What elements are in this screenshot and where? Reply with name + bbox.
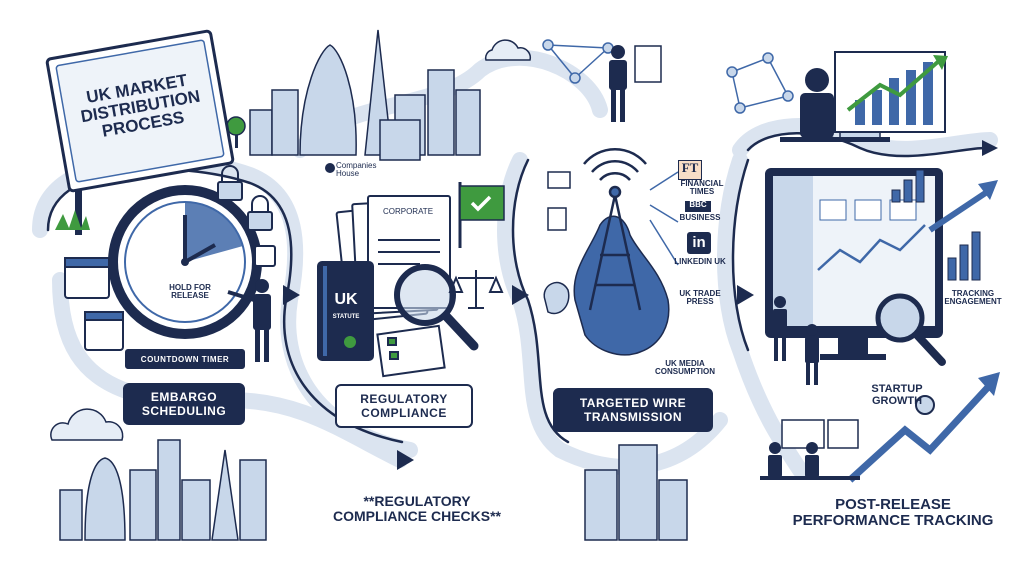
companies-house-label: Companies House <box>336 161 377 179</box>
linkedin-logo: in <box>687 232 711 254</box>
magnifying-glass-icon <box>394 264 479 351</box>
growth-arrow <box>847 180 1000 483</box>
network-nodes <box>542 39 794 114</box>
regulatory-compliance-label: REGULATORY COMPLIANCE <box>335 384 473 428</box>
statute-book-label: UK <box>334 291 358 308</box>
regulatory-compliance-checks-caption: **REGULATORY COMPLIANCE CHECKS** <box>332 493 501 524</box>
statute-book <box>317 261 374 361</box>
london-skyline <box>249 29 481 161</box>
meeting-desk <box>760 419 860 480</box>
uk-media-consumption-label: UK MEDIA CONSUMPTION <box>655 359 715 377</box>
scales-of-justice-icon <box>448 270 504 309</box>
linkedin-uk-label: LINKEDIN UK <box>674 257 726 266</box>
signal-lines <box>649 171 679 266</box>
clock-hold-label: HOLD FOR RELEASE <box>169 283 211 301</box>
startup-growth-label: STARTUP GROWTH <box>871 383 923 407</box>
calendar-icon <box>64 245 276 351</box>
cloud-icon <box>50 39 532 441</box>
businessman-figure <box>227 279 271 362</box>
side-bar-chart <box>891 169 981 281</box>
bbc-logo: BBC <box>685 200 711 212</box>
document-icon <box>547 171 571 231</box>
ft-logo: FT <box>678 160 702 180</box>
embargo-scheduling-label: EMBARGO SCHEDULING <box>123 383 245 425</box>
city-skyline-bottom <box>59 439 267 541</box>
countdown-timer-label: COUNTDOWN TIMER <box>125 349 245 369</box>
transmission-tower-icon <box>583 148 647 311</box>
bbc-business-label: BUSINESS <box>679 213 721 222</box>
statute-book-sublabel: STATUTE <box>332 314 360 320</box>
corporate-document-label: CORPORATE <box>382 207 434 216</box>
tracking-engagement-label: TRACKING ENGAGEMENT <box>944 289 1002 307</box>
flow-arrows <box>283 140 998 470</box>
lock-icon <box>217 165 273 231</box>
title-signpost <box>45 29 235 235</box>
checklist-document <box>376 324 446 378</box>
team-figures <box>773 296 819 385</box>
office-buildings <box>584 444 688 541</box>
government-crest-icon <box>325 163 335 173</box>
presenter-figure <box>609 45 662 122</box>
targeted-wire-transmission-label: TARGETED WIRE TRANSMISSION <box>553 388 713 432</box>
financial-times-label: FINANCIAL TIMES <box>680 179 724 197</box>
uk-trade-press-label: UK TRADE PRESS <box>679 289 721 307</box>
coin-dollar-icon <box>915 395 935 415</box>
approval-flag-icon <box>458 182 505 248</box>
clock-icon <box>108 185 262 339</box>
magnifier-analytics-icon <box>875 293 946 366</box>
growth-chart-board <box>834 51 948 133</box>
post-release-tracking-caption: POST-RELEASE PERFORMANCE TRACKING <box>792 496 994 529</box>
